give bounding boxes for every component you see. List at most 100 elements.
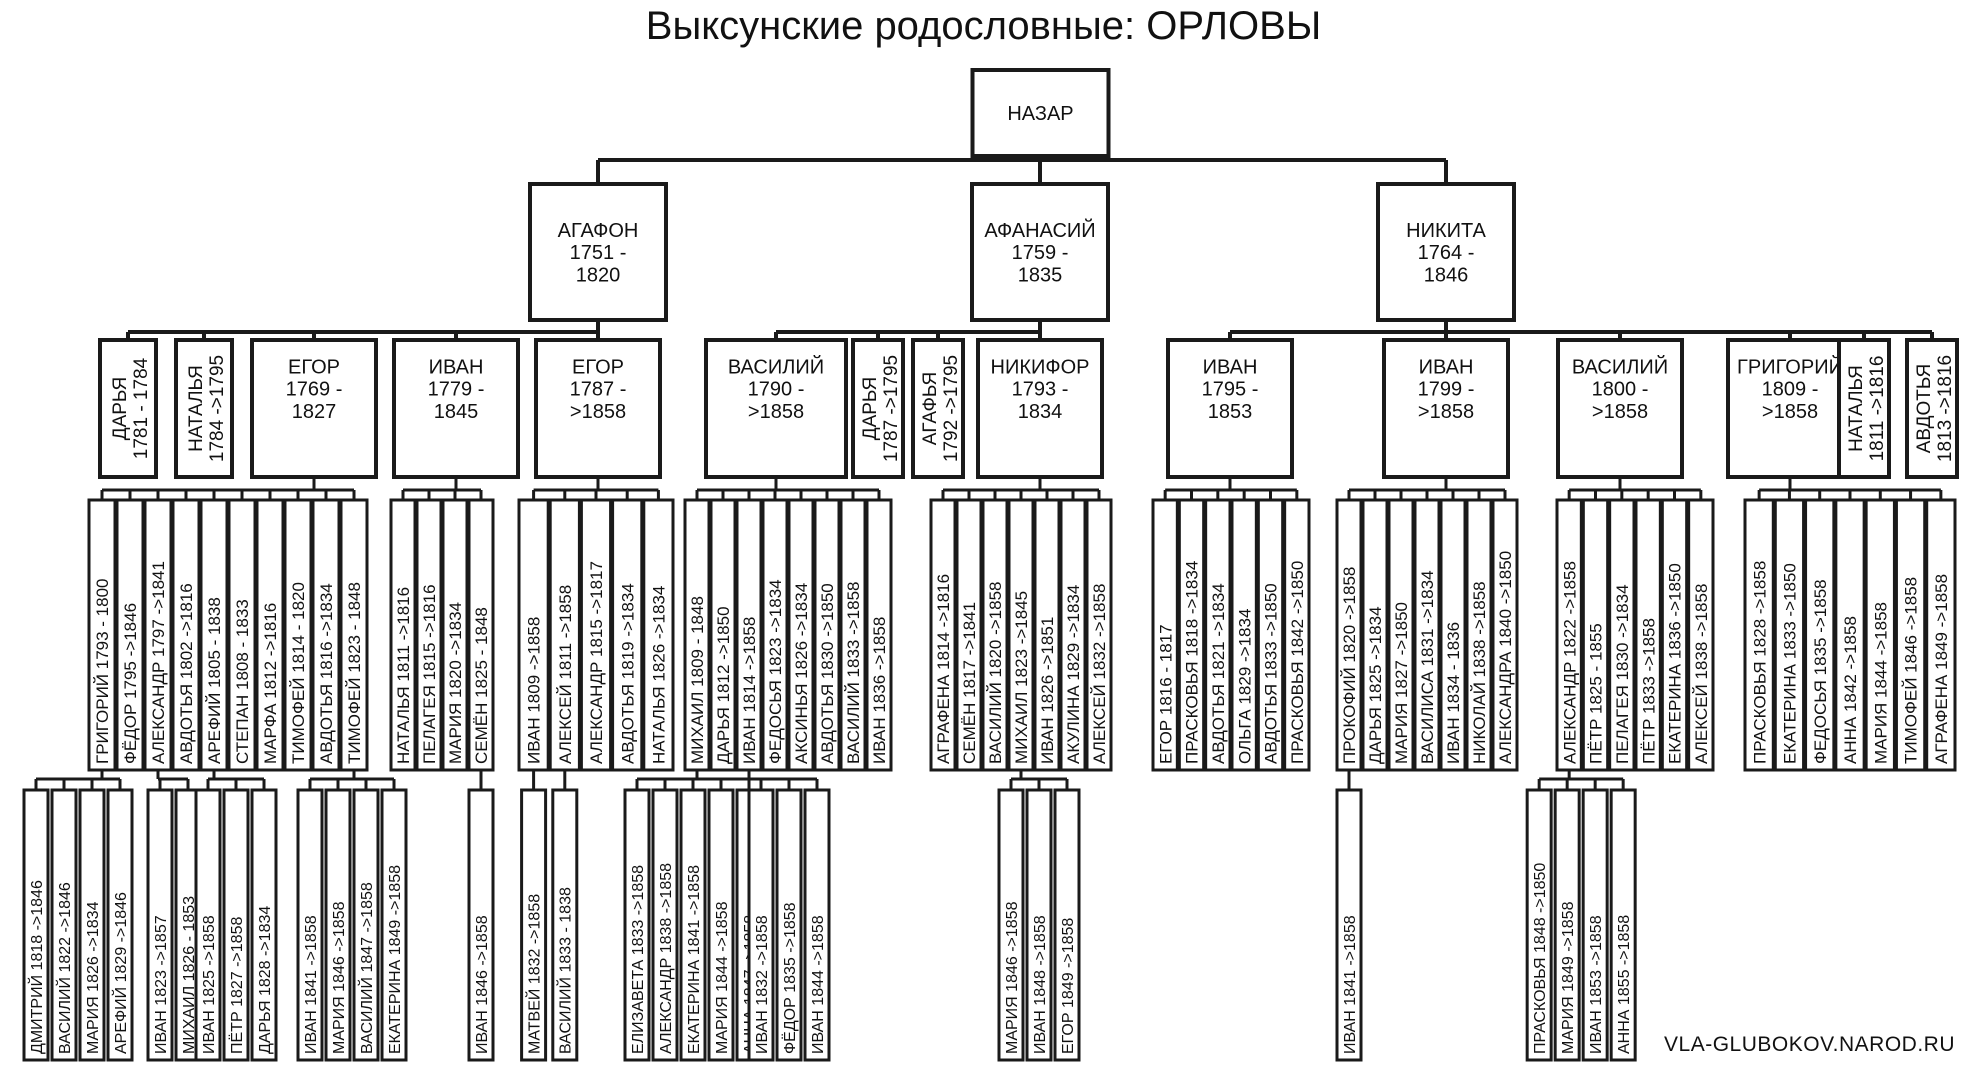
node-gen2-2-5-name: АВДОТЬЯ xyxy=(1914,364,1935,454)
person-gen4-1-0-0-1-label: АЛЕКСАНДР 1838 ->1858 xyxy=(658,863,675,1054)
person-gen3-1-0-2-label: ИВАН 1814 ->1858 xyxy=(740,617,759,764)
person-gen3-0-2-0-label: ГРИГОРИЙ 1793 - 1800 xyxy=(93,579,112,764)
person-gen4-0-2-9-2-label: ВАСИЛИЙ 1847 ->1858 xyxy=(357,882,376,1054)
person-gen4-0-2-9-3 xyxy=(380,788,408,1062)
person-gen3-1-3-0-label: АГРАФЕНА 1814 ->1816 xyxy=(934,574,953,764)
person-gen4-0-2-0-2 xyxy=(78,788,106,1062)
person-gen3-2-1-6-label: АЛЕКСАНДРА 1840 ->1850 xyxy=(1496,551,1515,764)
node-gen2-0-1-years: 1784 ->1795 xyxy=(207,355,228,462)
person-gen3-2-0-2 xyxy=(1204,498,1232,772)
node-gen2-1-0 xyxy=(704,338,848,479)
node-gen2-2-0 xyxy=(1166,338,1294,479)
page-title: Выксунские родословные: ОРЛОВЫ xyxy=(645,4,1322,48)
person-gen3-1-3-6-label: АЛЕКСЕЙ 1832 ->1858 xyxy=(1090,584,1109,764)
node-gen2-0-3-line: 1779 - xyxy=(428,379,485,401)
person-gen3-2-1-3 xyxy=(1413,498,1441,772)
person-gen4-0-2-4-2 xyxy=(250,788,278,1062)
node-gen1-1-line: 1835 xyxy=(1018,265,1063,287)
person-gen4-1-0-2-0-label: ИВАН 1832 ->1858 xyxy=(754,915,771,1054)
node-gen2-0-2-line: ЕГОР xyxy=(288,356,340,378)
person-gen3-0-2-9-label: ТИМОФЕЙ 1823 - 1848 xyxy=(345,582,364,764)
node-gen2-0-2-line: 1769 - xyxy=(286,379,343,401)
person-gen3-0-4-3 xyxy=(611,498,644,772)
person-gen4-1-3-3-1 xyxy=(1025,788,1053,1062)
person-gen3-1-3-2 xyxy=(981,498,1009,772)
person-gen4-1-0-2-1 xyxy=(775,788,803,1062)
person-gen3-2-3-2 xyxy=(1804,498,1836,772)
person-gen3-2-3-3 xyxy=(1834,498,1866,772)
node-gen2-2-2-line: >1858 xyxy=(1592,401,1648,423)
node-gen2-2-3-line: ГРИГОРИЙ xyxy=(1737,354,1843,378)
person-gen3-2-0-0 xyxy=(1151,498,1179,772)
person-gen4-2-2-0-1-label: МАРИЯ 1849 ->1858 xyxy=(1560,901,1577,1054)
person-gen4-2-1-0-0-label: ИВАН 1841 ->1858 xyxy=(1342,915,1359,1054)
person-gen3-2-3-0-label: ПРАСКОВЬЯ 1828 ->1858 xyxy=(1750,561,1769,764)
node-gen1-0-line: 1751 - xyxy=(570,242,627,264)
person-gen3-2-0-3 xyxy=(1230,498,1258,772)
person-gen4-0-4-1-0-label: ВАСИЛИЙ 1833 - 1838 xyxy=(556,887,575,1054)
node-gen2-2-2-line: ВАСИЛИЙ xyxy=(1572,354,1668,378)
person-gen3-1-3-2-label: ВАСИЛИЙ 1820 ->1858 xyxy=(986,581,1005,764)
person-gen4-0-2-9-3-label: ЕКАТЕРИНА 1849 ->1858 xyxy=(387,865,404,1054)
person-gen4-2-2-0-0 xyxy=(1525,788,1553,1062)
node-gen2-1-3 xyxy=(976,338,1104,479)
person-gen3-0-4-4 xyxy=(642,498,675,772)
node-gen2-0-3 xyxy=(392,338,520,479)
person-gen3-2-2-4 xyxy=(1660,498,1689,772)
person-gen3-0-2-1 xyxy=(115,498,145,772)
person-gen3-0-3-2 xyxy=(441,498,469,772)
node-gen2-0-4 xyxy=(534,338,662,479)
person-gen3-2-0-3-label: ОЛЬГА 1829 ->1834 xyxy=(1235,609,1254,764)
person-gen4-1-3-3-2 xyxy=(1053,788,1081,1062)
person-gen3-2-1-6 xyxy=(1491,498,1519,772)
person-gen3-0-2-0 xyxy=(87,498,117,772)
node-gen2-2-0-line: ИВАН xyxy=(1203,356,1258,378)
person-gen3-2-2-0-label: АЛЕКСАНДР 1822 ->1858 xyxy=(1560,561,1579,764)
person-gen3-1-3-5 xyxy=(1059,498,1087,772)
person-gen4-1-0-0-3-label: МАРИЯ 1844 ->1858 xyxy=(714,901,731,1054)
person-gen3-1-0-0-label: МИХАИЛ 1809 - 1848 xyxy=(688,596,707,764)
person-gen3-2-2-4-label: ЕКАТЕРИНА 1836 ->1850 xyxy=(1666,563,1685,764)
node-gen1-2-line: 1764 - xyxy=(1418,242,1475,264)
person-gen3-0-2-7-label: ТИМОФЕЙ 1814 - 1820 xyxy=(289,582,308,764)
person-gen4-1-0-2-0 xyxy=(747,788,775,1062)
person-gen4-1-0-0-2-label: ЕКАТЕРИНА 1841 ->1858 xyxy=(686,865,703,1054)
person-gen3-0-4-2 xyxy=(579,498,613,772)
node-gen2-2-2 xyxy=(1556,338,1684,479)
person-gen3-1-3-5-label: АКУЛИНА 1829 ->1834 xyxy=(1064,585,1083,764)
person-gen3-2-0-1 xyxy=(1177,498,1206,772)
person-gen4-0-2-4-2-label: ДАРЬЯ 1828 ->1834 xyxy=(257,906,274,1054)
person-gen4-0-2-4-1 xyxy=(222,788,250,1062)
person-gen3-1-3-4 xyxy=(1033,498,1061,772)
person-gen3-0-2-2-label: АЛЕКСАНДР 1797 ->1841 xyxy=(149,561,168,764)
person-gen3-0-2-2 xyxy=(143,498,173,772)
person-gen4-0-3-3-0-label: ИВАН 1846 ->1858 xyxy=(474,915,491,1054)
person-gen3-1-0-7 xyxy=(865,498,893,772)
person-gen4-2-2-0-1 xyxy=(1553,788,1581,1062)
person-gen4-0-2-4-1-label: ПЁТР 1827 ->1858 xyxy=(228,917,246,1054)
node-gen1-0 xyxy=(528,182,668,322)
node-gen2-1-2 xyxy=(911,338,965,479)
person-gen4-1-0-0-2 xyxy=(679,788,707,1062)
person-gen3-1-0-7-label: ИВАН 1836 ->1858 xyxy=(870,617,889,764)
person-gen3-1-0-1 xyxy=(709,498,737,772)
node-gen2-2-2-line: 1800 - xyxy=(1592,379,1649,401)
person-gen4-0-4-1-0 xyxy=(551,788,579,1062)
person-gen3-2-0-0-label: ЕГОР 1816 - 1817 xyxy=(1156,624,1175,764)
person-gen3-1-3-6 xyxy=(1085,498,1113,772)
person-gen3-2-2-1 xyxy=(1581,498,1610,772)
person-gen3-2-3-4 xyxy=(1864,498,1896,772)
person-gen3-2-0-4 xyxy=(1256,498,1285,772)
person-gen4-2-2-0-0-label: ПРАСКОВЬЯ 1848 ->1850 xyxy=(1532,863,1549,1054)
person-gen4-1-3-3-0-label: МАРИЯ 1846 ->1858 xyxy=(1004,901,1021,1054)
node-gen2-0-0 xyxy=(98,338,158,479)
person-gen3-0-3-1 xyxy=(415,498,443,772)
node-gen2-2-5-years: 1813 ->1816 xyxy=(1935,355,1956,462)
person-gen3-1-3-0 xyxy=(929,498,957,772)
node-gen2-0-2 xyxy=(250,338,378,479)
person-gen4-2-1-0-0 xyxy=(1335,788,1363,1062)
person-gen3-0-2-4 xyxy=(199,498,229,772)
person-gen3-0-2-6-label: МАРФА 1812 ->1816 xyxy=(261,603,280,764)
node-gen2-2-0-line: 1853 xyxy=(1208,401,1253,423)
